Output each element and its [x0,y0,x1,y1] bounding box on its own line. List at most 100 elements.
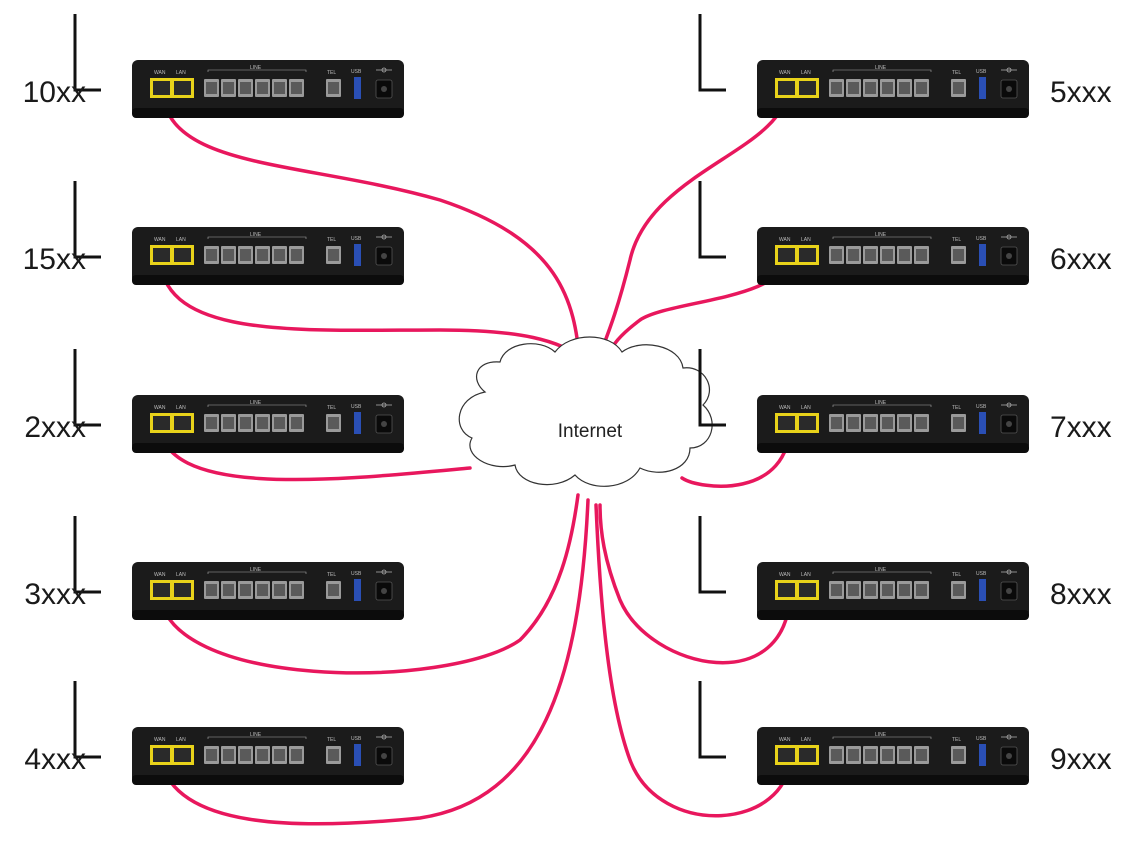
tel-port-label: TEL [952,237,961,243]
site-label-left-2: 15xx [22,243,86,276]
router-left-1: WAN LAN LINE TEL USB [130,58,406,124]
phone-line-left-5 [73,681,101,759]
router-right-5: WAN LAN LINE TEL USB [755,725,1031,791]
wan-port-label: WAN [154,70,166,76]
tel-port-label: TEL [327,737,336,743]
line-ports-label: LINE [250,567,262,573]
lan-port-label: LAN [176,737,186,743]
tel-port-label: TEL [952,572,961,578]
wan-port-label: WAN [154,237,166,243]
router-body: WAN LAN LINE TEL USB [132,727,404,785]
lan-port-label: LAN [176,70,186,76]
phone-line-right-1 [698,14,726,92]
site-label-left-5: 4xxx [24,743,86,776]
usb-port-label: USB [351,404,362,410]
site-label-right-4: 8xxx [1050,578,1112,611]
usb-port-label: USB [351,236,362,242]
cable-4 [158,493,580,675]
router-right-1: WAN LAN LINE TEL USB [755,58,1031,124]
router-right-2: WAN LAN LINE TEL USB [755,225,1031,291]
phone-line-left-4 [73,516,101,594]
phone-line-right-3 [698,349,726,427]
wan-port-label: WAN [779,237,791,243]
lan-port-label: LAN [176,572,186,578]
internet-label: Internet [557,421,623,442]
site-label-right-3: 7xxx [1050,411,1112,444]
router-body: WAN LAN LINE TEL USB [132,395,404,453]
router-body: WAN LAN LINE TEL USB [132,562,404,620]
usb-port-label: USB [351,736,362,742]
line-ports-label: LINE [250,232,262,238]
tel-port-label: TEL [327,237,336,243]
usb-port-label: USB [976,736,987,742]
site-label-right-2: 6xxx [1050,243,1112,276]
site-label-left-3: 2xxx [24,411,86,444]
phone-line-right-2 [698,181,726,259]
router-body: WAN LAN LINE TEL USB [132,227,404,285]
tel-port-label: TEL [952,70,961,76]
lan-port-label: LAN [801,405,811,411]
router-body: WAN LAN LINE TEL USB [757,227,1029,285]
usb-port-label: USB [351,571,362,577]
router-body: WAN LAN LINE TEL USB [132,60,404,118]
wan-port-label: WAN [779,405,791,411]
cable-1 [160,86,582,367]
router-body: WAN LAN LINE TEL USB [757,727,1029,785]
line-ports-label: LINE [875,232,887,238]
wan-port-label: WAN [154,405,166,411]
lan-port-label: LAN [801,237,811,243]
tel-port-label: TEL [952,405,961,411]
router-right-4: WAN LAN LINE TEL USB [755,560,1031,626]
site-label-right-5: 9xxx [1050,743,1112,776]
router-body: WAN LAN LINE TEL USB [757,60,1029,118]
line-ports-label: LINE [875,567,887,573]
lan-port-label: LAN [176,237,186,243]
router-left-3: WAN LAN LINE TEL USB [130,393,406,459]
tel-port-label: TEL [327,70,336,76]
wan-port-label: WAN [779,737,791,743]
site-label-left-4: 3xxx [24,578,86,611]
tel-port-label: TEL [327,405,336,411]
line-ports-label: LINE [250,400,262,406]
wan-port-label: WAN [779,572,791,578]
tel-port-label: TEL [952,737,961,743]
lan-port-label: LAN [176,405,186,411]
router-body: WAN LAN LINE TEL USB [757,562,1029,620]
usb-port-label: USB [976,404,987,410]
phone-line-right-4 [698,516,726,594]
tel-port-label: TEL [327,572,336,578]
wan-port-label: WAN [154,572,166,578]
cable-2 [158,253,587,362]
lan-port-label: LAN [801,572,811,578]
router-right-3: WAN LAN LINE TEL USB [755,393,1031,459]
phone-line-left-1 [73,14,101,92]
usb-port-label: USB [976,236,987,242]
router-body: WAN LAN LINE TEL USB [757,395,1029,453]
line-ports-label: LINE [250,732,262,738]
cable-5 [158,498,590,826]
cable-6 [596,86,789,362]
usb-port-label: USB [976,69,987,75]
wan-port-label: WAN [154,737,166,743]
lan-port-label: LAN [801,70,811,76]
cable-10 [594,503,792,818]
line-ports-label: LINE [250,65,262,71]
lan-port-label: LAN [801,737,811,743]
router-left-2: WAN LAN LINE TEL USB [130,225,406,291]
line-ports-label: LINE [875,65,887,71]
phone-line-left-2 [73,181,101,259]
phone-line-right-5 [698,681,726,759]
phone-line-left-3 [73,349,101,427]
site-label-right-1: 5xxx [1050,76,1112,109]
wan-port-label: WAN [779,70,791,76]
line-ports-label: LINE [875,732,887,738]
cable-9 [598,503,792,665]
usb-port-label: USB [976,571,987,577]
site-label-left-1: 10xx [22,76,86,109]
line-ports-label: LINE [875,400,887,406]
usb-port-label: USB [351,69,362,75]
router-left-5: WAN LAN LINE TEL USB [130,725,406,791]
router-left-4: WAN LAN LINE TEL USB [130,560,406,626]
